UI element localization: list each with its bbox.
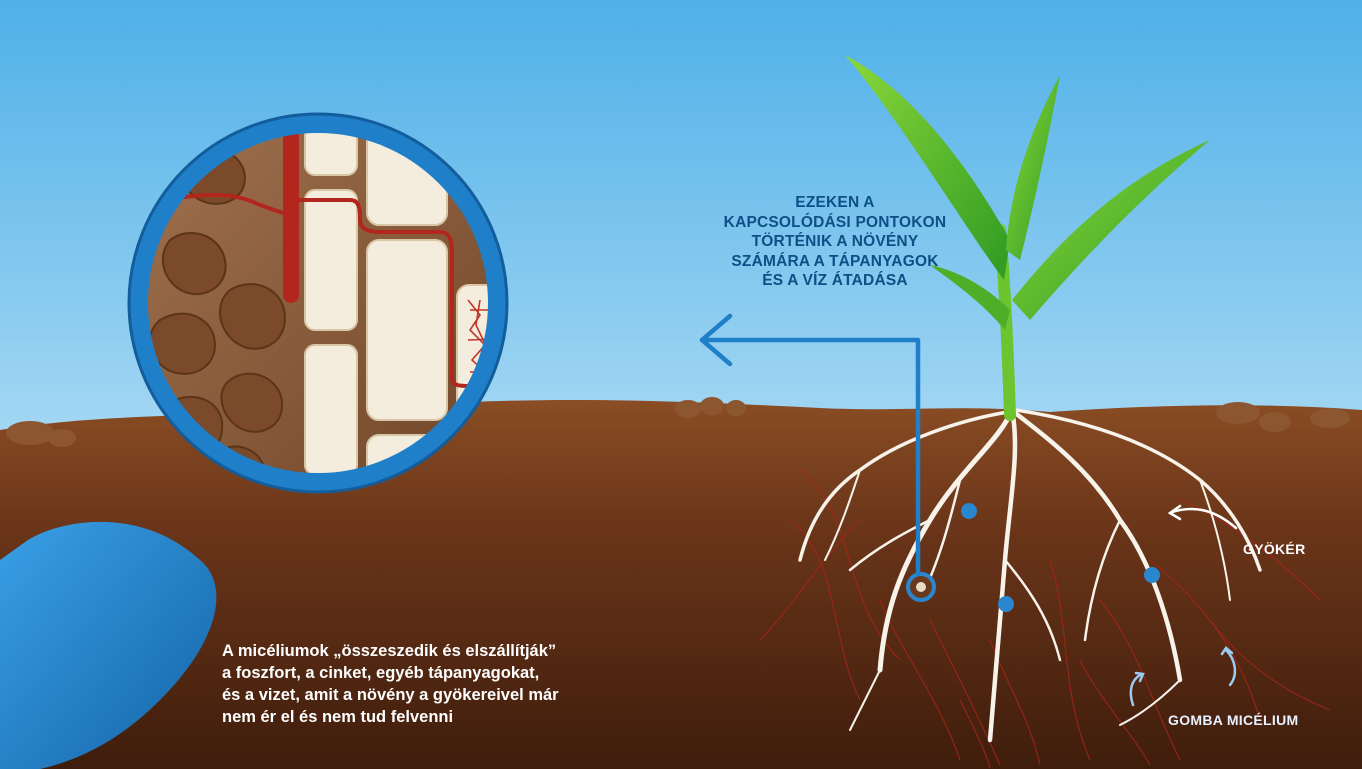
mycelium-label: GOMBA MICÉLIUM — [1168, 712, 1298, 728]
highlighted-connection-point — [908, 574, 934, 600]
caption-line: nem ér el és nem tud felvenni — [222, 706, 682, 728]
callout-line: ÉS A VÍZ ÁTADÁSA — [690, 271, 980, 291]
callout-line: SZÁMÁRA A TÁPANYAGOK — [690, 252, 980, 272]
callout-line: KAPCSOLÓDÁSI PONTOKON — [690, 213, 980, 233]
caption-line: és a vizet, amit a növény a gyökereivel … — [222, 684, 682, 706]
caption-line: A micéliumok „összeszedik és elszállítjá… — [222, 640, 682, 662]
callout-text: EZEKEN A KAPCSOLÓDÁSI PONTOKON TÖRTÉNIK … — [690, 193, 980, 291]
callout-line: EZEKEN A — [690, 193, 980, 213]
caption-line: a foszfort, a cinket, egyéb tápanyagokat… — [222, 662, 682, 684]
callout-line: TÖRTÉNIK A NÖVÉNY — [690, 232, 980, 252]
root-label: GYÖKÉR — [1243, 541, 1305, 557]
caption-text: A micéliumok „összeszedik és elszállítjá… — [222, 640, 682, 728]
